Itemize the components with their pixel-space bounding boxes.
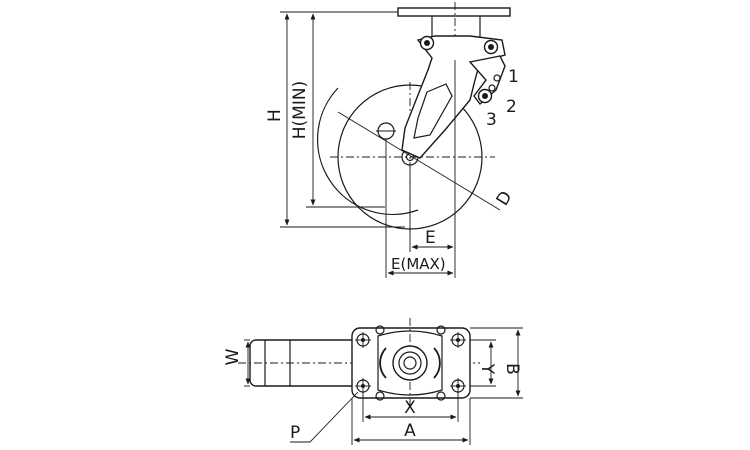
a-label: A — [404, 421, 416, 441]
diameter-label: D — [493, 188, 517, 210]
fork-bracket — [401, 35, 506, 159]
diameter-line — [337, 111, 501, 211]
position-3-label: 3 — [486, 110, 497, 130]
fork-slot — [413, 83, 453, 139]
h-label: H — [265, 109, 285, 122]
tab-left — [375, 325, 385, 335]
side-view: 1 2 3 D H H(MIN) E E(MAX) — [265, 2, 519, 278]
y-label: Y — [477, 363, 497, 375]
x-label: X — [404, 398, 416, 418]
emax-label: E(MAX) — [391, 255, 446, 273]
p-leader — [290, 391, 359, 443]
fork-arc-left — [379, 347, 387, 379]
b-label: B — [502, 363, 522, 375]
bolt-top-left — [419, 35, 435, 51]
kingpin-outer — [392, 345, 428, 381]
position-hole-2 — [488, 84, 496, 92]
bolt-hole-tr — [450, 332, 466, 348]
w-label: W — [223, 348, 243, 365]
bolt-lever — [477, 88, 493, 104]
position-1-label: 1 — [508, 67, 519, 87]
top-view: W Y B X A P — [223, 318, 523, 445]
position-hole-1 — [493, 74, 501, 82]
fork-top — [377, 330, 443, 396]
tab-left-bottom — [375, 391, 385, 401]
tab-right-bottom — [436, 391, 446, 401]
p-label: P — [290, 423, 300, 443]
bolt-hole-tl — [355, 332, 371, 348]
swivel-arc — [316, 87, 419, 215]
kingpin-mid — [398, 351, 422, 375]
mounting-plate — [397, 7, 511, 17]
tab-right — [436, 325, 446, 335]
position-2-label: 2 — [506, 97, 517, 117]
bolt-top-right — [483, 39, 499, 55]
fork-arc-right — [433, 347, 441, 379]
e-label: E — [425, 228, 436, 248]
kingpin-inner — [403, 356, 417, 370]
hmin-label: H(MIN) — [290, 81, 310, 139]
